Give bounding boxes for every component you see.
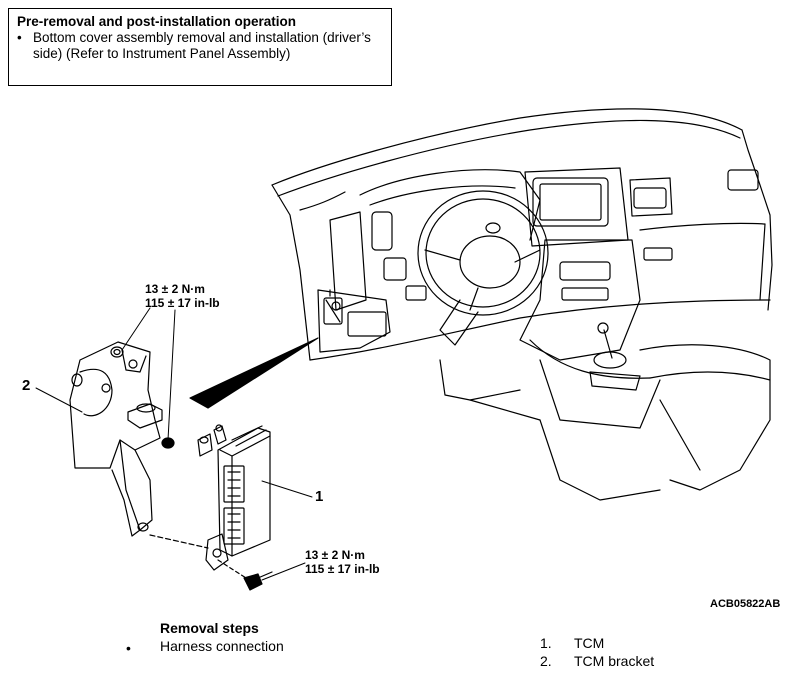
tcm-bracket <box>69 341 209 549</box>
figure-code: ACB05822AB <box>710 598 781 610</box>
note-text: Bottom cover assembly removal and instal… <box>33 30 371 61</box>
torque-upper-metric: 13 ± 2 N·m <box>145 282 205 296</box>
steering-wheel <box>417 190 549 346</box>
callout-2: 2 <box>22 377 31 394</box>
mounting-bolt <box>243 571 273 591</box>
torque-upper-imperial: 115 ± 17 in-lb <box>145 296 220 310</box>
instrument-panel <box>271 108 773 501</box>
removal-step-item: Harness connection <box>160 638 284 654</box>
legend-item-2: 2. TCM bracket <box>540 653 654 669</box>
removal-bullet: • <box>126 640 131 656</box>
leader-lines <box>35 307 313 581</box>
legend-num: 2. <box>540 653 552 669</box>
callout-1: 1 <box>315 488 324 505</box>
tcm-module <box>197 424 271 579</box>
torque-lower-metric: 13 ± 2 N·m <box>305 548 365 562</box>
note-row: • Bottom cover assembly removal and inst… <box>17 30 383 62</box>
note-box: Pre-removal and post-installation operat… <box>8 8 392 86</box>
legend-label: TCM bracket <box>574 653 655 669</box>
legend-num: 1. <box>540 635 552 651</box>
torque-lower-imperial: 115 ± 17 in-lb <box>305 562 380 576</box>
note-bullet: • <box>17 30 22 45</box>
location-pointer <box>189 337 319 409</box>
tcm-location-detail <box>323 289 343 325</box>
legend-label: TCM <box>574 635 605 651</box>
note-title: Pre-removal and post-installation operat… <box>17 14 297 29</box>
torque-label-upper: 13 ± 2 N·m 115 ± 17 in-lb <box>145 282 220 310</box>
legend-item-1: 1. TCM <box>540 635 604 651</box>
torque-label-lower: 13 ± 2 N·m 115 ± 17 in-lb <box>305 548 380 576</box>
removal-steps-title: Removal steps <box>160 620 259 636</box>
